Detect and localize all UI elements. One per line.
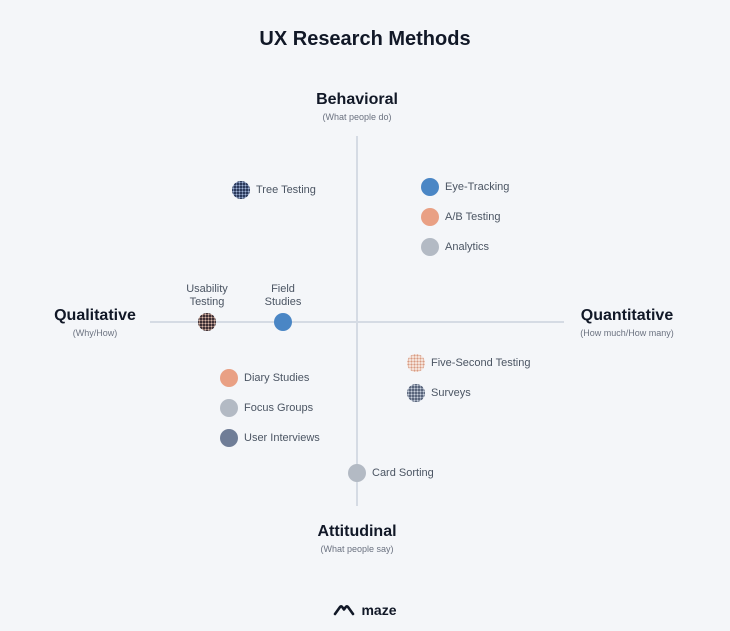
eye-tracking-dot-icon [421,178,439,196]
maze-logo-text: maze [361,602,397,618]
method-diary-studies: Diary Studies [220,369,309,387]
five-second-testing-dot-icon [407,354,425,372]
card-sorting-dot-icon [348,464,366,482]
eye-tracking-label: Eye-Tracking [445,181,510,193]
axis-bottom-sublabel: (What people say) [320,544,394,554]
method-analytics: Analytics [421,238,489,256]
method-tree-testing: Tree Testing [232,181,316,199]
analytics-dot-icon [421,238,439,256]
tree-testing-dot-icon [232,181,250,199]
axis-left-qualitative: Qualitative (Why/How) [40,307,150,339]
axis-bottom-label: Attitudinal [317,523,397,540]
axis-bottom-attitudinal: Attitudinal (What people say) [296,523,418,555]
maze-logo: maze [0,602,730,618]
axis-right-label: Quantitative [580,307,674,324]
method-focus-groups: Focus Groups [220,399,313,417]
method-surveys: Surveys [407,384,471,402]
method-card-sorting: Card Sorting [348,464,434,482]
method-five-second-testing: Five-Second Testing [407,354,530,372]
axis-right-quantitative: Quantitative (How much/How many) [566,307,688,339]
page-title: UX Research Methods [259,28,471,50]
focus-groups-dot-icon [220,399,238,417]
tree-testing-label: Tree Testing [256,184,316,196]
method-eye-tracking: Eye-Tracking [421,178,509,196]
five-second-testing-label: Five-Second Testing [431,357,531,369]
diary-studies-dot-icon [220,369,238,387]
surveys-label: Surveys [431,387,471,399]
axis-top-sublabel: (What people do) [322,112,392,122]
axis-left-label: Qualitative [54,307,136,324]
maze-logo-icon [334,604,355,616]
axis-top-label: Behavioral [316,91,398,108]
axis-left-sublabel: (Why/How) [72,328,118,338]
method-ab-testing: A/B Testing [421,208,500,226]
ab-testing-dot-icon [421,208,439,226]
field-studies-dot-icon [274,313,292,331]
diary-studies-label: Diary Studies [244,372,310,384]
card-sorting-label: Card Sorting [372,467,434,479]
usability-testing-label: Usability Testing [186,283,228,308]
surveys-dot-icon [407,384,425,402]
focus-groups-label: Focus Groups [244,402,314,414]
user-interviews-label: User Interviews [244,432,320,444]
analytics-label: Analytics [445,241,490,253]
axis-top-behavioral: Behavioral (What people do) [296,91,418,123]
user-interviews-dot-icon [220,429,238,447]
usability-testing-dot-icon [198,313,216,331]
horizontal-axis [150,321,564,323]
ab-testing-label: A/B Testing [445,211,501,223]
axis-right-sublabel: (How much/How many) [580,328,674,338]
field-studies-label: Field Studies [264,283,302,308]
method-user-interviews: User Interviews [220,429,320,447]
